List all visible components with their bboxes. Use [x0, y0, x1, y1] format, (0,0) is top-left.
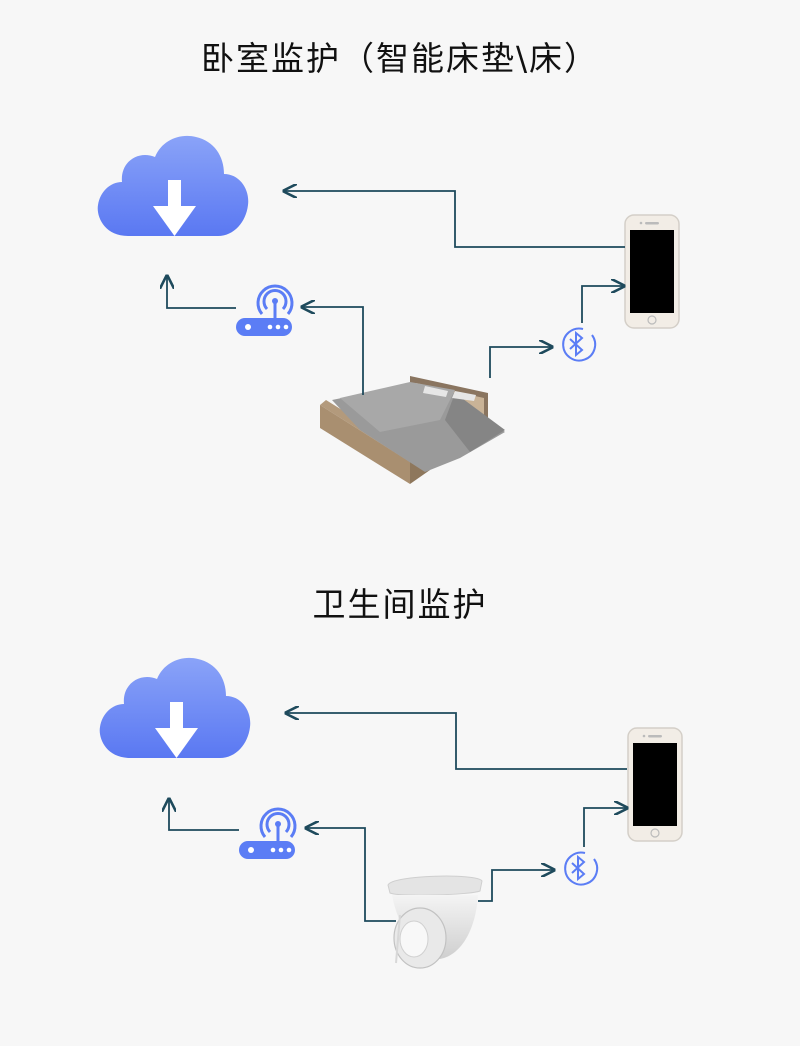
arrow-bluetooth-to-phone [581, 286, 624, 323]
bed-icon [320, 376, 505, 484]
arrow-router-to-cloud [169, 799, 239, 831]
bedroom-diagram [97, 135, 680, 484]
bluetooth-icon [562, 327, 597, 362]
wifi-router-icon [239, 807, 297, 859]
bathroom-diagram [99, 657, 683, 969]
bedroom-section: 卧室监护（智能床垫\床） [97, 39, 680, 484]
arrow-bed-to-bluetooth [489, 347, 552, 378]
cloud-download-icon [99, 657, 251, 758]
smartphone-icon [624, 214, 680, 329]
section-title: 卧室监护（智能床垫\床） [200, 39, 600, 78]
arrow-phone-to-cloud [284, 191, 625, 248]
arrow-bluetooth-to-phone [583, 808, 627, 847]
arrow-camera-to-bluetooth [478, 870, 554, 902]
cloud-download-icon [97, 135, 249, 236]
section-title: 卫生间监护 [312, 585, 488, 624]
connection-arrows [167, 191, 625, 395]
connection-arrows [169, 713, 627, 922]
bluetooth-icon [564, 851, 599, 886]
bathroom-section: 卫生间监护 [0, 523, 800, 1046]
arrow-camera-to-router [306, 828, 396, 922]
arrow-router-to-cloud [167, 276, 236, 309]
arrow-bed-to-router [302, 307, 364, 395]
dome-camera-icon [387, 875, 483, 969]
smartphone-icon [627, 727, 683, 842]
arrow-phone-to-cloud [286, 713, 627, 770]
wifi-router-icon [236, 284, 294, 336]
